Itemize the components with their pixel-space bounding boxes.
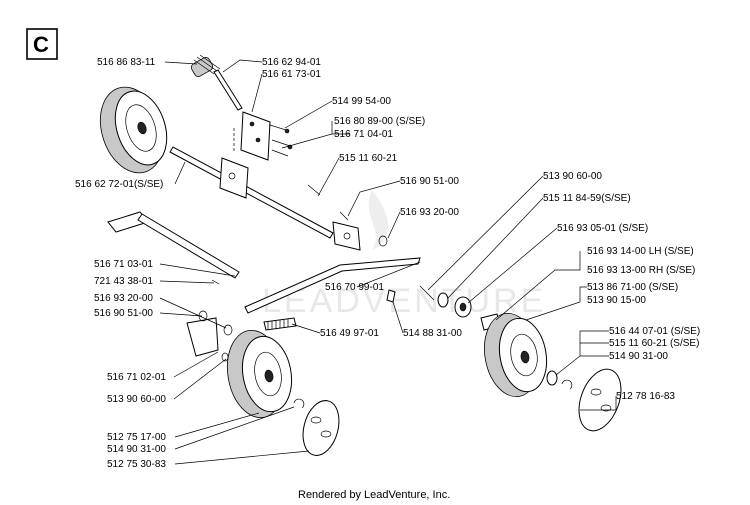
part-label[interactable]: 516 86 83-11 (97, 57, 156, 68)
handle-grip (190, 54, 243, 111)
part-label[interactable]: 516 44 07-01 (S/SE) (609, 326, 700, 337)
part-label[interactable]: 512 75 17-00 (107, 432, 166, 443)
part-label[interactable]: 513 90 15-00 (587, 295, 646, 306)
part-label[interactable]: 514 88 31-00 (403, 328, 462, 339)
part-label[interactable]: 512 75 30-83 (107, 459, 166, 470)
part-label[interactable]: 516 61 73-01 (262, 69, 321, 80)
part-label[interactable]: 513 86 71-00 (S/SE) (587, 282, 678, 293)
section-letter: C (33, 32, 49, 57)
part-label[interactable]: 516 93 05-01 (S/SE) (557, 223, 648, 234)
section-badge-box (26, 28, 58, 60)
part-label[interactable]: 516 90 51-00 (400, 176, 459, 187)
section-badge: C (26, 28, 58, 60)
part-label[interactable]: 514 90 31-00 (107, 444, 166, 455)
wheel-front-right (484, 312, 548, 398)
height-bracket (233, 111, 293, 161)
watermark-flame-icon (368, 190, 389, 250)
part-label[interactable]: 514 90 31-00 (609, 351, 668, 362)
part-label[interactable]: 515 11 84-59(S/SE) (543, 193, 631, 204)
hubcap-front-right (546, 368, 622, 432)
part-label[interactable]: 516 93 14-00 LH (S/SE) (587, 246, 694, 257)
part-label[interactable]: 516 93 13-00 RH (S/SE) (587, 265, 695, 276)
wheel-front-left (226, 329, 293, 419)
part-label[interactable]: 516 71 04-01 (334, 129, 393, 140)
part-label[interactable]: 516 70 99-01 (325, 282, 384, 293)
part-label[interactable]: 514 99 54-00 (332, 96, 391, 107)
part-label[interactable]: 516 49 97-01 (320, 328, 379, 339)
part-label[interactable]: 721 43 38-01 (94, 276, 153, 287)
part-label[interactable]: 512 78 16-83 (616, 391, 675, 402)
part-label[interactable]: 516 62 94-01 (262, 57, 321, 68)
part-label[interactable]: 516 62 72-01(S/SE) (75, 179, 163, 190)
part-label[interactable]: 513 90 60-00 (543, 171, 602, 182)
left-axle-rod (107, 211, 240, 285)
part-labels: 516 86 83-11 516 62 94-01 516 61 73-01 5… (75, 57, 700, 470)
wheel-top-left (99, 86, 168, 174)
part-label[interactable]: 516 90 51-00 (94, 308, 153, 319)
footer-credit: Rendered by LeadVenture, Inc. (298, 489, 450, 501)
part-label[interactable]: 513 90 60-00 (107, 394, 166, 405)
part-label[interactable]: 515 11 60-21 (S/SE) (609, 338, 699, 349)
rear-axle (169, 146, 388, 251)
part-label[interactable]: 516 80 89-00 (S/SE) (334, 116, 425, 127)
leader-lines (159, 59, 617, 465)
part-label[interactable]: 516 93 20-00 (400, 207, 459, 218)
front-link-rod (186, 257, 421, 362)
part-label[interactable]: 516 93 20-00 (94, 293, 153, 304)
hubcap-front-left (293, 398, 340, 456)
parts-illustration (99, 54, 622, 456)
part-label[interactable]: 515 11 60-21 (339, 153, 398, 164)
part-label[interactable]: 516 71 02-01 (107, 372, 166, 383)
part-label[interactable]: 516 71 03-01 (94, 259, 153, 270)
